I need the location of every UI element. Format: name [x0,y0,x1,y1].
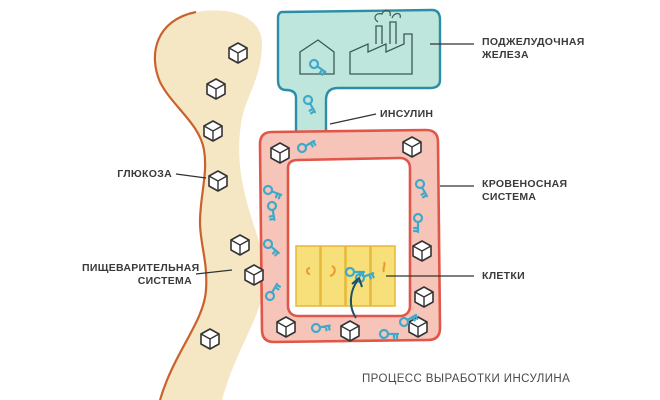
glucose-cube-icon [200,328,220,350]
label-cells: КЛЕТКИ [482,270,525,282]
glucose-cube-icon [340,320,360,342]
cell-nucleus [382,261,386,273]
diagram-caption: ПРОЦЕСС ВЫРАБОТКИ ИНСУЛИНА [362,373,571,385]
glucose-cube-icon [208,170,228,192]
glucose-cube-icon [408,316,428,338]
cells-group [295,245,396,307]
leader-insulin [329,113,377,125]
glucose-cube-icon [412,240,432,262]
label-digestive-system: ПИЩЕВАРИТЕЛЬНАЯ СИСТЕМА [82,262,200,288]
glucose-cube-icon [228,42,248,64]
glucose-cube-icon [402,136,422,158]
glucose-cube-icon [230,234,250,256]
label-glucose: ГЛЮКОЗА [117,168,172,180]
label-blood-system: КРОВЕНОСНАЯ СИСТЕМА [482,178,567,204]
cell [295,245,321,307]
leader-lines [175,43,474,277]
label-insulin: ИНСУЛИН [380,108,434,120]
cell-nucleus [306,267,311,275]
label-blood-line1: КРОВЕНОСНАЯ [482,178,568,190]
factory-icon [299,21,413,75]
label-digestive-line2: СИСТЕМА [137,275,192,287]
glucose-cube-icon [203,120,223,142]
glucose-arrow [350,279,359,319]
label-pancreas: ПОДЖЕЛУДОЧНАЯ ЖЕЛЕЗА [482,36,585,62]
digestive-wall-left [153,10,208,400]
digestive-system-shape [154,10,265,400]
label-pancreas-line2: ЖЕЛЕЗА [482,49,529,61]
leader-digestive [195,269,233,275]
cell [320,245,346,307]
label-digestive-line1: ПИЩЕВАРИТЕЛЬНАЯ [82,262,200,274]
cell-nucleus [329,265,336,277]
glucose-cube-icon [276,316,296,338]
leader-glucose [175,173,207,179]
glucose-cube-icon [206,78,226,100]
glucose-cube-icon [270,142,290,164]
label-blood-line2: СИСТЕМА [482,191,537,203]
smoke-icon [374,9,401,23]
glucose-cube-icon [244,264,264,286]
glucose-cube-icon [414,286,434,308]
label-pancreas-line1: ПОДЖЕЛУДОЧНАЯ [482,36,585,48]
